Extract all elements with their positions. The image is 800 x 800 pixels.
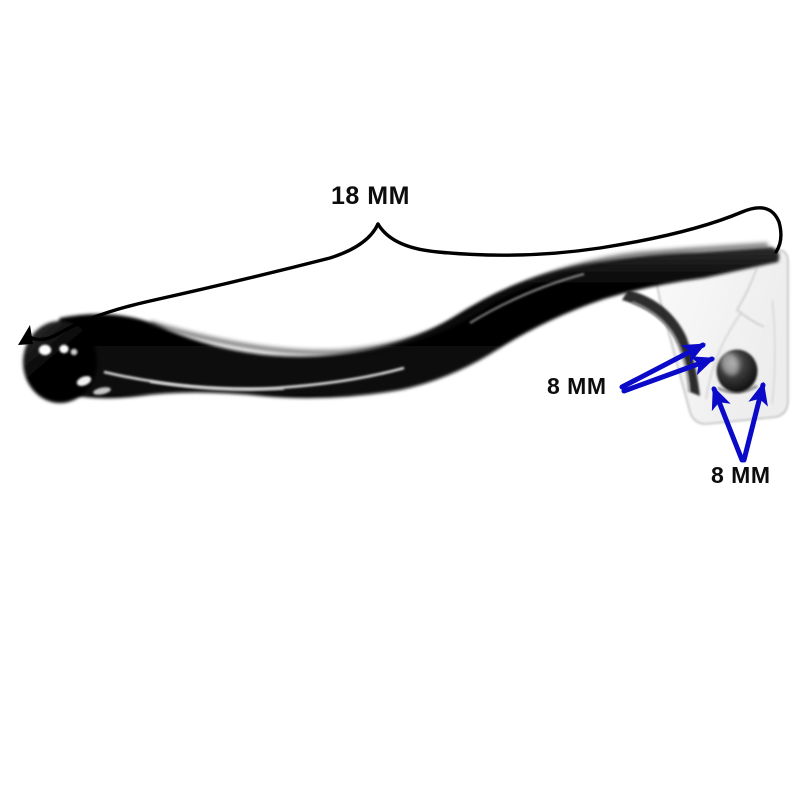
lever-blade (50, 242, 780, 399)
dimension-label-8mm-blade: 8 MM (547, 373, 607, 399)
lever-ball-tip (23, 321, 111, 403)
dimension-label-18mm: 18 MM (331, 182, 410, 210)
pivot-bolt-hole (716, 349, 758, 394)
dimension-leader-8mm-blade (619, 342, 716, 394)
dimension-label-8mm-bore: 8 MM (711, 462, 771, 488)
dimension-leader-8mm-bore (711, 381, 768, 463)
dimension-leader-18mm (18, 206, 783, 345)
